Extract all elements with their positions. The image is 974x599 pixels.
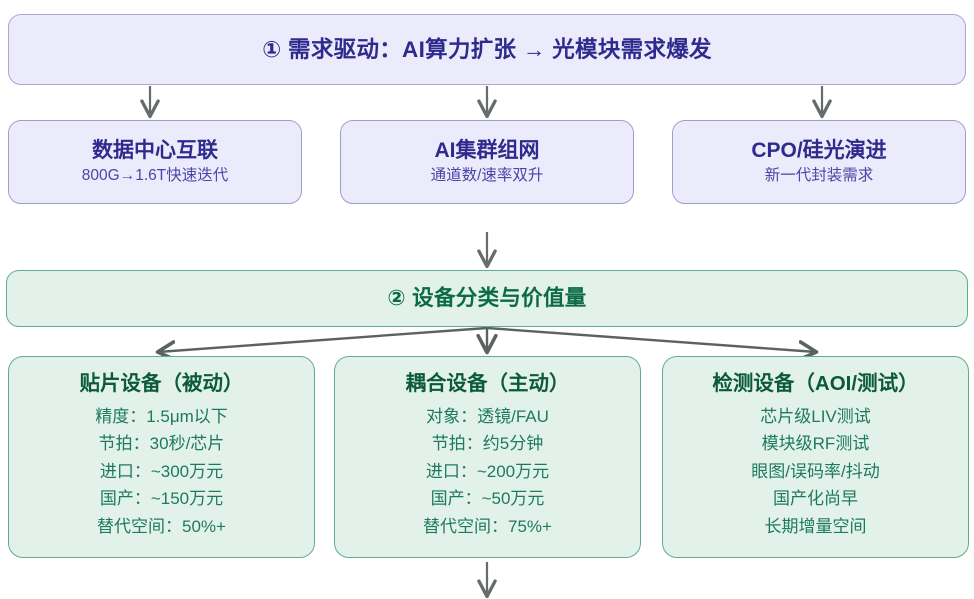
card-detail-line: 进口：~200万元	[425, 461, 550, 481]
card-title: AI集群组网	[434, 139, 540, 163]
card-subtitle: 800G→1.6T快速迭代	[81, 167, 229, 185]
card-detail-line: 芯片级LIV测试	[760, 406, 871, 426]
card-detail-line: 节拍：30秒/芯片	[98, 434, 225, 454]
card-data-center-interconnect: 数据中心互联 800G→1.6T快速迭代	[8, 120, 302, 204]
arrow-banner2-to-smt	[158, 326, 488, 352]
card-detail-line: 国产：~50万元	[430, 489, 545, 509]
stage2-banner-title: ② 设备分类与价值量	[387, 285, 587, 310]
card-ai-cluster-network: AI集群组网 通道数/速率双升	[340, 120, 634, 204]
card-subtitle: 通道数/速率双升	[430, 167, 544, 185]
card-detail-line: 进口：~300万元	[99, 461, 224, 481]
card-title: 检测设备（AOI/测试）	[712, 372, 919, 395]
card-detail-line: 精度：1.5μm以下	[95, 406, 228, 426]
card-detail-line: 对象：透镜/FAU	[426, 406, 549, 426]
stage2-banner: ② 设备分类与价值量	[6, 270, 968, 327]
card-smt-equipment-passive: 贴片设备（被动） 精度：1.5μm以下 节拍：30秒/芯片 进口：~300万元 …	[8, 356, 315, 558]
arrow-banner2-to-aoi	[486, 326, 816, 352]
card-title: CPO/硅光演进	[751, 139, 887, 163]
card-coupling-equipment-active: 耦合设备（主动） 对象：透镜/FAU 节拍：约5分钟 进口：~200万元 国产：…	[334, 356, 641, 558]
card-inspection-equipment-aoi: 检测设备（AOI/测试） 芯片级LIV测试 模块级RF测试 眼图/误码率/抖动 …	[662, 356, 969, 558]
card-detail-line: 模块级RF测试	[761, 434, 870, 454]
card-detail-line: 替代空间：50%+	[97, 516, 226, 536]
card-cpo-silicon-photonics: CPO/硅光演进 新一代封装需求	[672, 120, 966, 204]
card-detail-line: 替代空间：75%+	[423, 516, 552, 536]
card-subtitle: 新一代封装需求	[764, 167, 874, 185]
card-title: 贴片设备（被动）	[79, 372, 244, 395]
card-detail-line: 眼图/误码率/抖动	[751, 461, 880, 481]
card-detail-line: 国产化尚早	[773, 489, 858, 509]
card-title: 数据中心互联	[92, 139, 218, 163]
card-detail-line: 长期增量空间	[764, 516, 867, 536]
card-detail-line: 国产：~150万元	[99, 489, 224, 509]
stage1-banner: ① 需求驱动：AI算力扩张 → 光模块需求爆发	[8, 14, 966, 85]
card-detail-line: 节拍：约5分钟	[431, 434, 544, 454]
card-title: 耦合设备（主动）	[405, 372, 570, 395]
stage1-banner-title: ① 需求驱动：AI算力扩张 → 光模块需求爆发	[262, 37, 712, 62]
